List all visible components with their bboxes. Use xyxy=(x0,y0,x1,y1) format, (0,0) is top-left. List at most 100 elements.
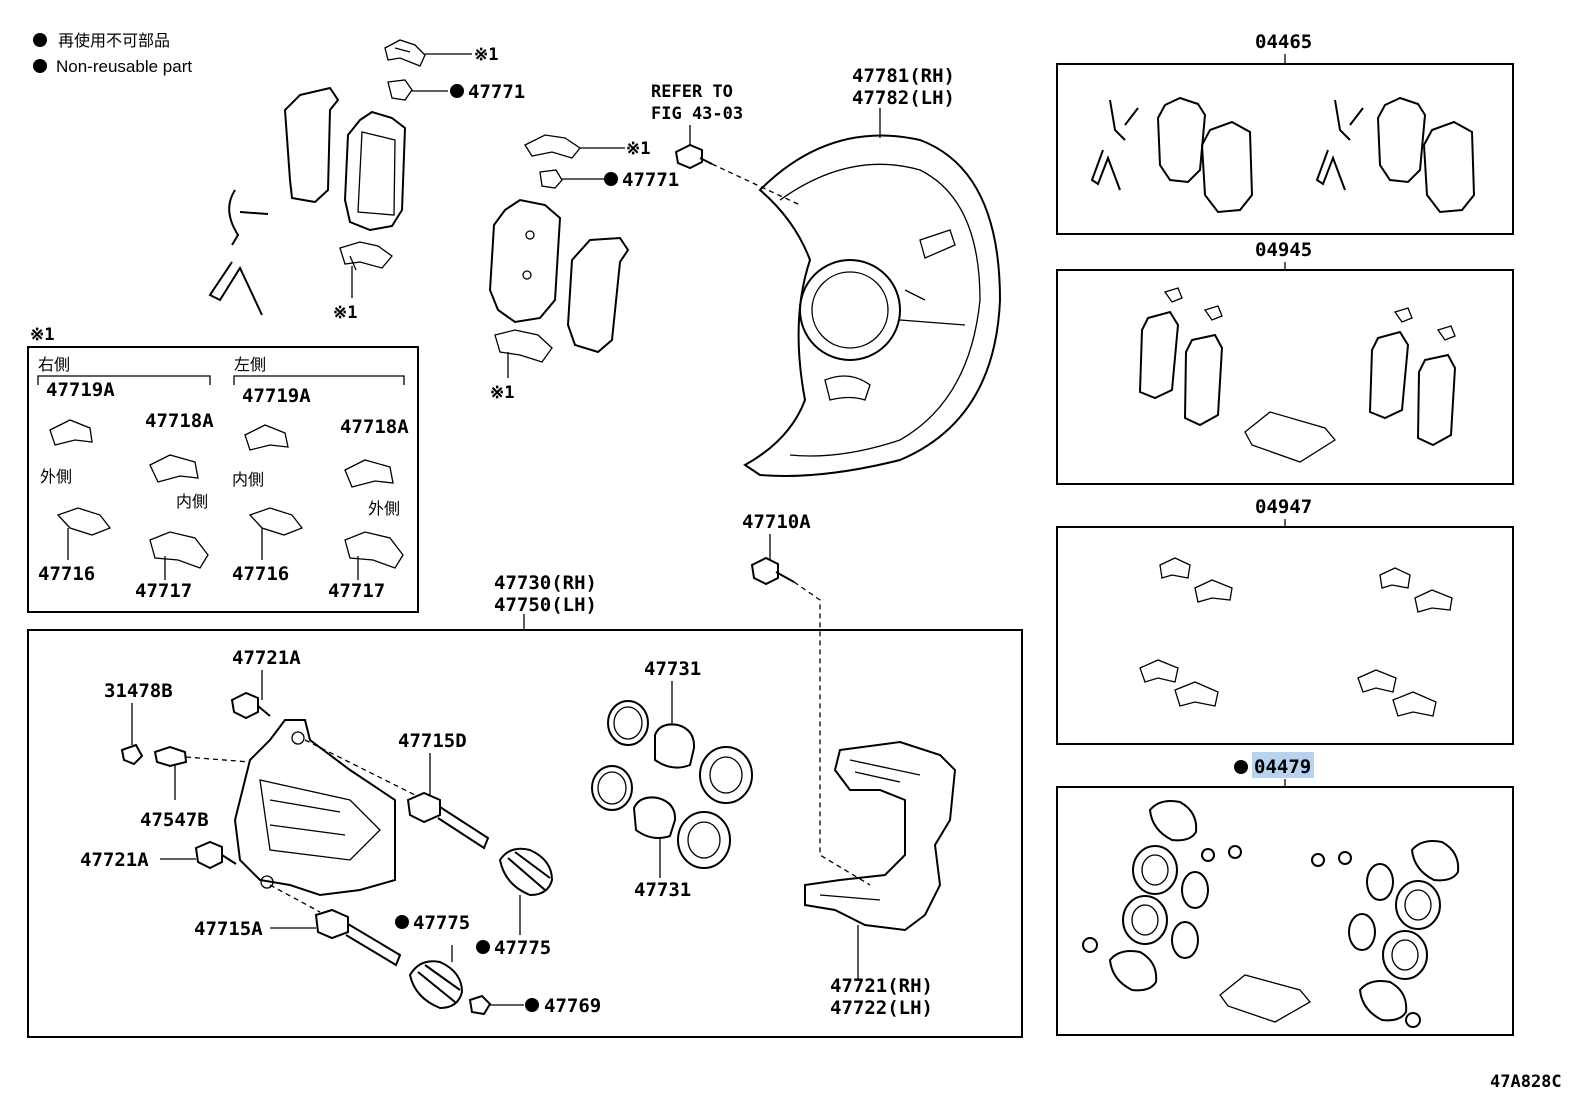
figure-id: 47A828C xyxy=(1490,1072,1562,1092)
clip-icon xyxy=(1357,669,1397,693)
pad-hole-icon xyxy=(522,270,532,280)
shim-icon xyxy=(387,79,413,101)
brake-pad-icon xyxy=(1422,120,1476,214)
cap-icon xyxy=(1311,853,1325,867)
clip-icon xyxy=(1159,557,1191,579)
clip-icon xyxy=(149,454,199,483)
legend-bullet-icon xyxy=(33,33,47,47)
clip-icon xyxy=(244,424,289,451)
seal-ring-icon xyxy=(613,706,643,740)
shim-plate-icon xyxy=(283,86,340,204)
shim-icon xyxy=(1203,305,1223,321)
pad-clip-icon xyxy=(524,134,581,159)
brake-pad-icon xyxy=(1376,96,1427,184)
caliper-box xyxy=(27,629,1023,1038)
shim-icon xyxy=(1393,307,1413,323)
pad-group-middle: REFER TO FIG 43-03 ※1 47771 ※1 xyxy=(488,82,743,403)
piston-boot-icon xyxy=(1382,930,1428,980)
note-mark: ※1 xyxy=(474,45,498,65)
label-47721A-low: 47721A xyxy=(80,849,149,871)
spring-icon xyxy=(1109,99,1139,141)
label-47717-l: 47717 xyxy=(328,580,385,602)
label-47721A-top: 47721A xyxy=(232,647,301,669)
clip-icon xyxy=(344,459,394,488)
piston-boot-icon xyxy=(1404,889,1432,921)
kit-box-04947 xyxy=(1056,526,1514,745)
pad-hole-icon xyxy=(525,230,535,240)
bolt-icon xyxy=(230,691,271,720)
cap-icon xyxy=(120,743,144,766)
dust-cover-detail-icon xyxy=(899,229,966,326)
seal-ring-icon xyxy=(597,771,627,805)
label-47715A: 47715A xyxy=(194,918,263,940)
label-04945: 04945 xyxy=(1255,239,1312,261)
dust-cover-detail-icon xyxy=(824,375,871,401)
label-47781: 47781(RH) xyxy=(852,65,955,87)
cap-icon xyxy=(1201,848,1215,862)
boot-icon xyxy=(1108,950,1158,992)
piston-boot-icon xyxy=(1131,904,1159,936)
clip-icon xyxy=(1414,589,1453,613)
slide-pin-icon xyxy=(406,791,490,850)
spring-icon xyxy=(208,261,263,316)
piston-boot-icon xyxy=(687,821,721,859)
label-47719A-l: 47719A xyxy=(242,385,311,407)
kit-box-04945 xyxy=(1056,269,1514,485)
piston-boot-icon xyxy=(1141,854,1169,886)
hub-opening-icon xyxy=(811,271,889,349)
label-47716-l: 47716 xyxy=(232,563,289,585)
brake-pad-icon xyxy=(343,110,407,232)
shim-plate-icon xyxy=(1183,333,1224,427)
legend-jp: 再使用不可部品 xyxy=(58,31,170,50)
clip-icon xyxy=(1194,579,1233,603)
bracket-line xyxy=(37,375,211,385)
shim-icon xyxy=(539,169,563,189)
assembly-dash-line xyxy=(304,739,416,796)
assembly-dash-line xyxy=(711,163,801,206)
label-47721: 47721(RH) xyxy=(830,975,933,997)
kit-box-04465 xyxy=(1056,63,1514,235)
shim-icon xyxy=(1163,287,1183,303)
brake-pad-icon xyxy=(1156,96,1207,184)
piston-boot-icon xyxy=(699,746,753,804)
cap-icon xyxy=(468,994,492,1016)
assembly-dash-line xyxy=(185,756,251,763)
spring-icon xyxy=(1334,99,1364,141)
inset-clips: ※1 右側 左側 47719A 47719A 47718A 47718A 外側 … xyxy=(27,325,419,613)
caliper-hole-icon xyxy=(260,875,274,889)
cap-icon xyxy=(1082,937,1098,953)
bolt-icon xyxy=(674,143,713,170)
inset-inner-l: 内側 xyxy=(232,470,264,489)
seal-ring-icon xyxy=(1181,871,1209,909)
non-reusable-bullet-icon xyxy=(450,84,464,98)
label-47775-a: 47775 xyxy=(413,912,470,934)
caliper-bracket-icon xyxy=(804,740,957,932)
seal-ring-icon xyxy=(1366,863,1394,901)
label-47771-a: 47771 xyxy=(468,81,525,103)
piston-boot-icon xyxy=(709,756,743,794)
label-47547B: 47547B xyxy=(140,809,209,831)
brake-pad-icon xyxy=(1200,120,1254,214)
label-47722: 47722(LH) xyxy=(830,997,933,1019)
boot-icon xyxy=(408,960,464,1010)
inset-box xyxy=(27,346,419,613)
label-04479[interactable]: 04479 xyxy=(1254,756,1311,778)
caliper-assembly: 47730(RH) 47750(LH) 47721A 31478B 47547B… xyxy=(27,572,1023,1038)
non-reusable-bullet-icon xyxy=(476,940,490,954)
pad-clip-icon xyxy=(384,39,426,67)
bleeder-icon xyxy=(153,745,188,768)
label-47771-b: 47771 xyxy=(622,169,679,191)
pad-group-left: ※1 47771 ※1 xyxy=(208,39,525,323)
clip-icon xyxy=(56,507,112,536)
label-47715D: 47715D xyxy=(398,730,467,752)
disc-dust-cover: 47781(RH) 47782(LH) xyxy=(711,65,1002,477)
clip-icon xyxy=(1139,659,1179,683)
caliper-hole-icon xyxy=(291,731,305,745)
caliper-body-icon xyxy=(233,719,396,897)
piston-icon xyxy=(654,723,696,769)
label-31478B: 31478B xyxy=(104,680,173,702)
label-47730: 47730(RH) xyxy=(494,572,597,594)
bleeder-icon xyxy=(1228,845,1242,859)
bolt-47710A: 47710A xyxy=(742,511,871,886)
